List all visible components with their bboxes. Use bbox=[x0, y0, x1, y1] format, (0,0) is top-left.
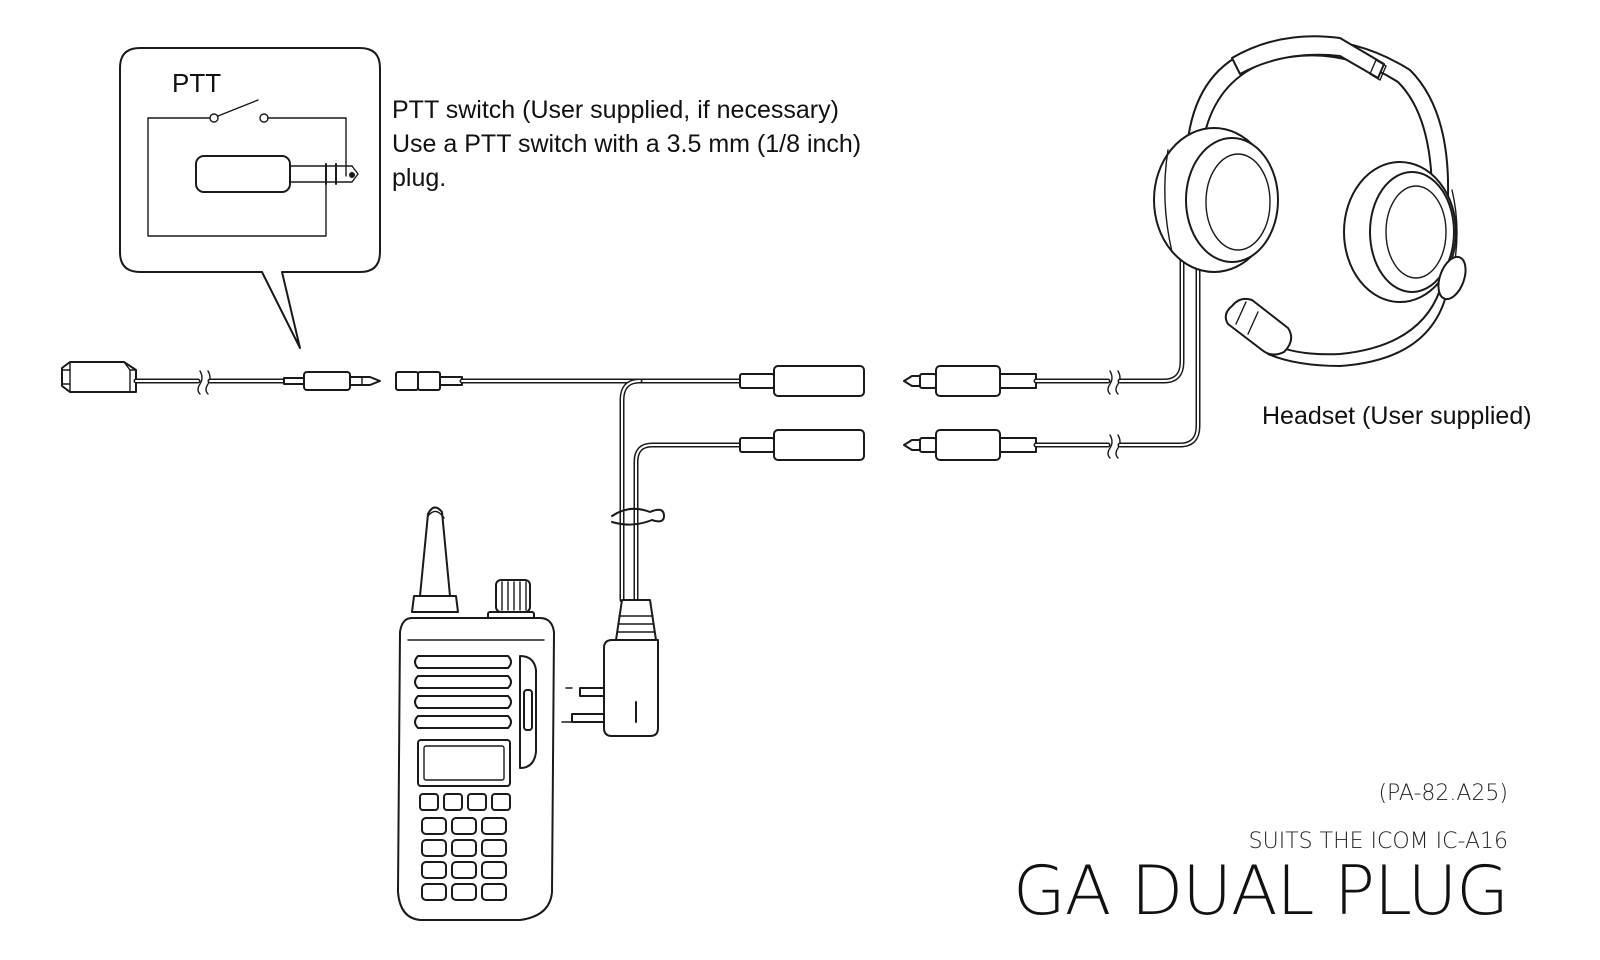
ptt-switch-schematic bbox=[147, 99, 359, 237]
headset-plugs bbox=[903, 237, 1201, 461]
part-number: (PA-82.A25) bbox=[1378, 781, 1508, 806]
ptt-note-line-3: plug. bbox=[392, 164, 446, 192]
ptt-note-line-2: Use a PTT switch with a 3.5 mm (1/8 inch… bbox=[392, 130, 861, 158]
dual-plug-cable bbox=[395, 365, 865, 737]
ptt-callout: PTT bbox=[119, 47, 381, 349]
product-title: GA DUAL PLUG bbox=[1013, 852, 1508, 931]
headset-illustration bbox=[1153, 35, 1467, 367]
suits-model: SUITS THE ICOM IC-A16 bbox=[1249, 829, 1508, 854]
ptt-cable-assembly bbox=[61, 361, 381, 395]
headset-label: Headset (User supplied) bbox=[1262, 402, 1532, 430]
ptt-title: PTT bbox=[172, 68, 221, 98]
ptt-note-line-1: PTT switch (User supplied, if necessary) bbox=[392, 96, 839, 124]
radio-illustration bbox=[397, 506, 555, 921]
